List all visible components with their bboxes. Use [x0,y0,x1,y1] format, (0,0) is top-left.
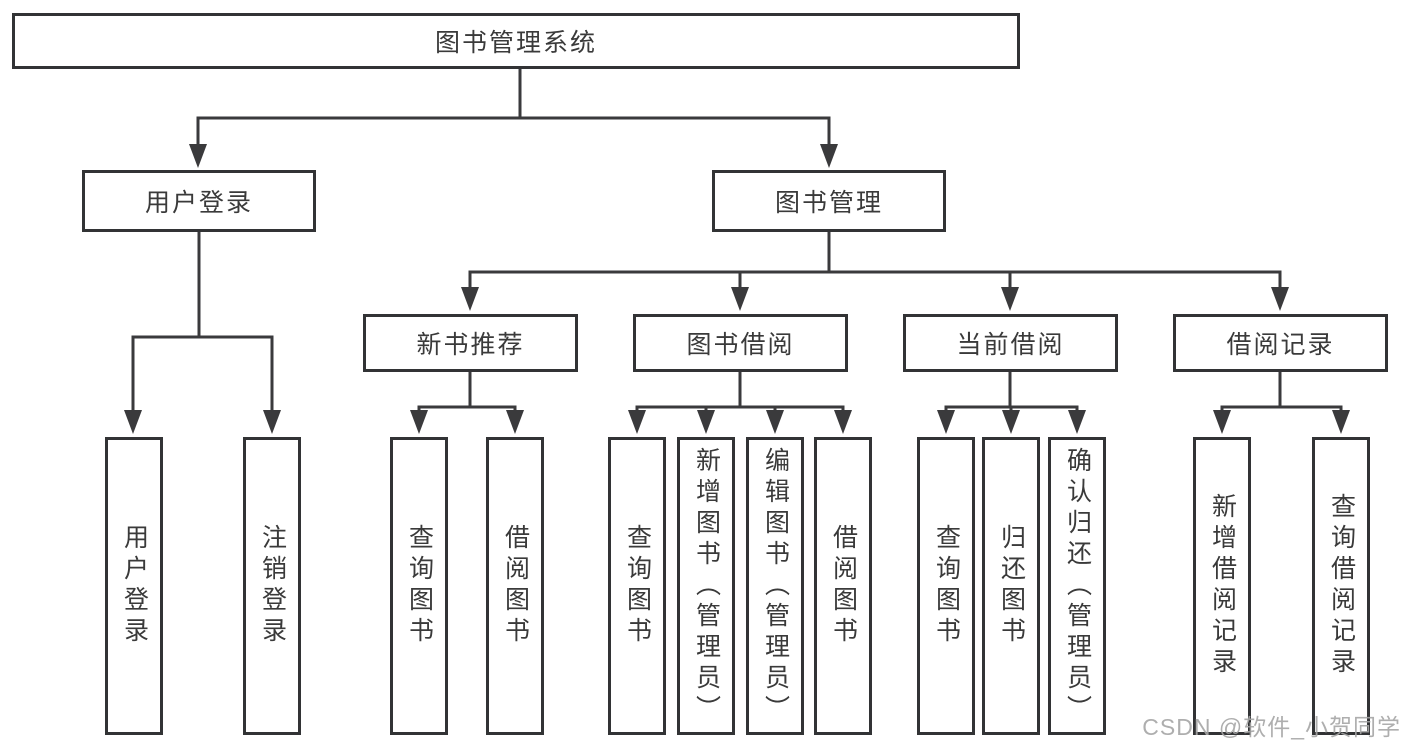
node-current-borrow: 当前借阅 [903,314,1118,372]
leaf-user-login-label: 用户登录 [120,524,149,648]
leaf-logout: 注销登录 [243,437,301,735]
node-book-borrow-label: 图书借阅 [686,331,795,359]
leaf-confirm-return-admin-label: 确认归还（管理员） [1063,446,1092,726]
leaf-query-book-current-label: 查询图书 [932,524,961,648]
node-user-login-label: 用户登录 [144,189,253,217]
leaf-borrow-book-label: 借阅图书 [829,524,858,648]
node-new-book-recommend-label: 新书推荐 [416,331,525,359]
node-current-borrow-label: 当前借阅 [956,331,1065,359]
node-borrow-records: 借阅记录 [1173,314,1388,372]
leaf-query-borrow-record-label: 查询借阅记录 [1327,493,1356,679]
leaf-query-book-borrow-label: 查询图书 [623,524,652,648]
leaf-query-book-recommend: 查询图书 [390,437,448,735]
leaf-borrow-book: 借阅图书 [814,437,872,735]
node-root-label: 图书管理系统 [434,29,597,57]
leaf-edit-book-admin: 编辑图书（管理员） [746,437,804,735]
node-book-management: 图书管理 [712,170,946,232]
leaf-query-book-borrow: 查询图书 [608,437,666,735]
leaf-add-book-admin-label: 新增图书（管理员） [692,446,721,726]
leaf-query-book-recommend-label: 查询图书 [405,524,434,648]
leaf-return-book-label: 归还图书 [997,524,1026,648]
csdn-watermark: CSDN @软件_小贺同学 [1142,714,1401,740]
leaf-add-borrow-record-label: 新增借阅记录 [1208,493,1237,679]
node-root: 图书管理系统 [12,13,1020,69]
leaf-borrow-book-recommend: 借阅图书 [486,437,544,735]
leaf-return-book: 归还图书 [982,437,1040,735]
leaf-add-borrow-record: 新增借阅记录 [1193,437,1251,735]
leaf-logout-label: 注销登录 [258,524,287,648]
node-new-book-recommend: 新书推荐 [363,314,578,372]
leaf-edit-book-admin-label: 编辑图书（管理员） [761,446,790,726]
leaf-user-login: 用户登录 [105,437,163,735]
node-book-management-label: 图书管理 [774,189,883,217]
leaf-add-book-admin: 新增图书（管理员） [677,437,735,735]
node-book-borrow: 图书借阅 [633,314,848,372]
leaf-confirm-return-admin: 确认归还（管理员） [1048,437,1106,735]
leaf-borrow-book-recommend-label: 借阅图书 [501,524,530,648]
leaf-query-borrow-record: 查询借阅记录 [1312,437,1370,735]
node-user-login: 用户登录 [82,170,316,232]
node-borrow-records-label: 借阅记录 [1226,331,1335,359]
leaf-query-book-current: 查询图书 [917,437,975,735]
